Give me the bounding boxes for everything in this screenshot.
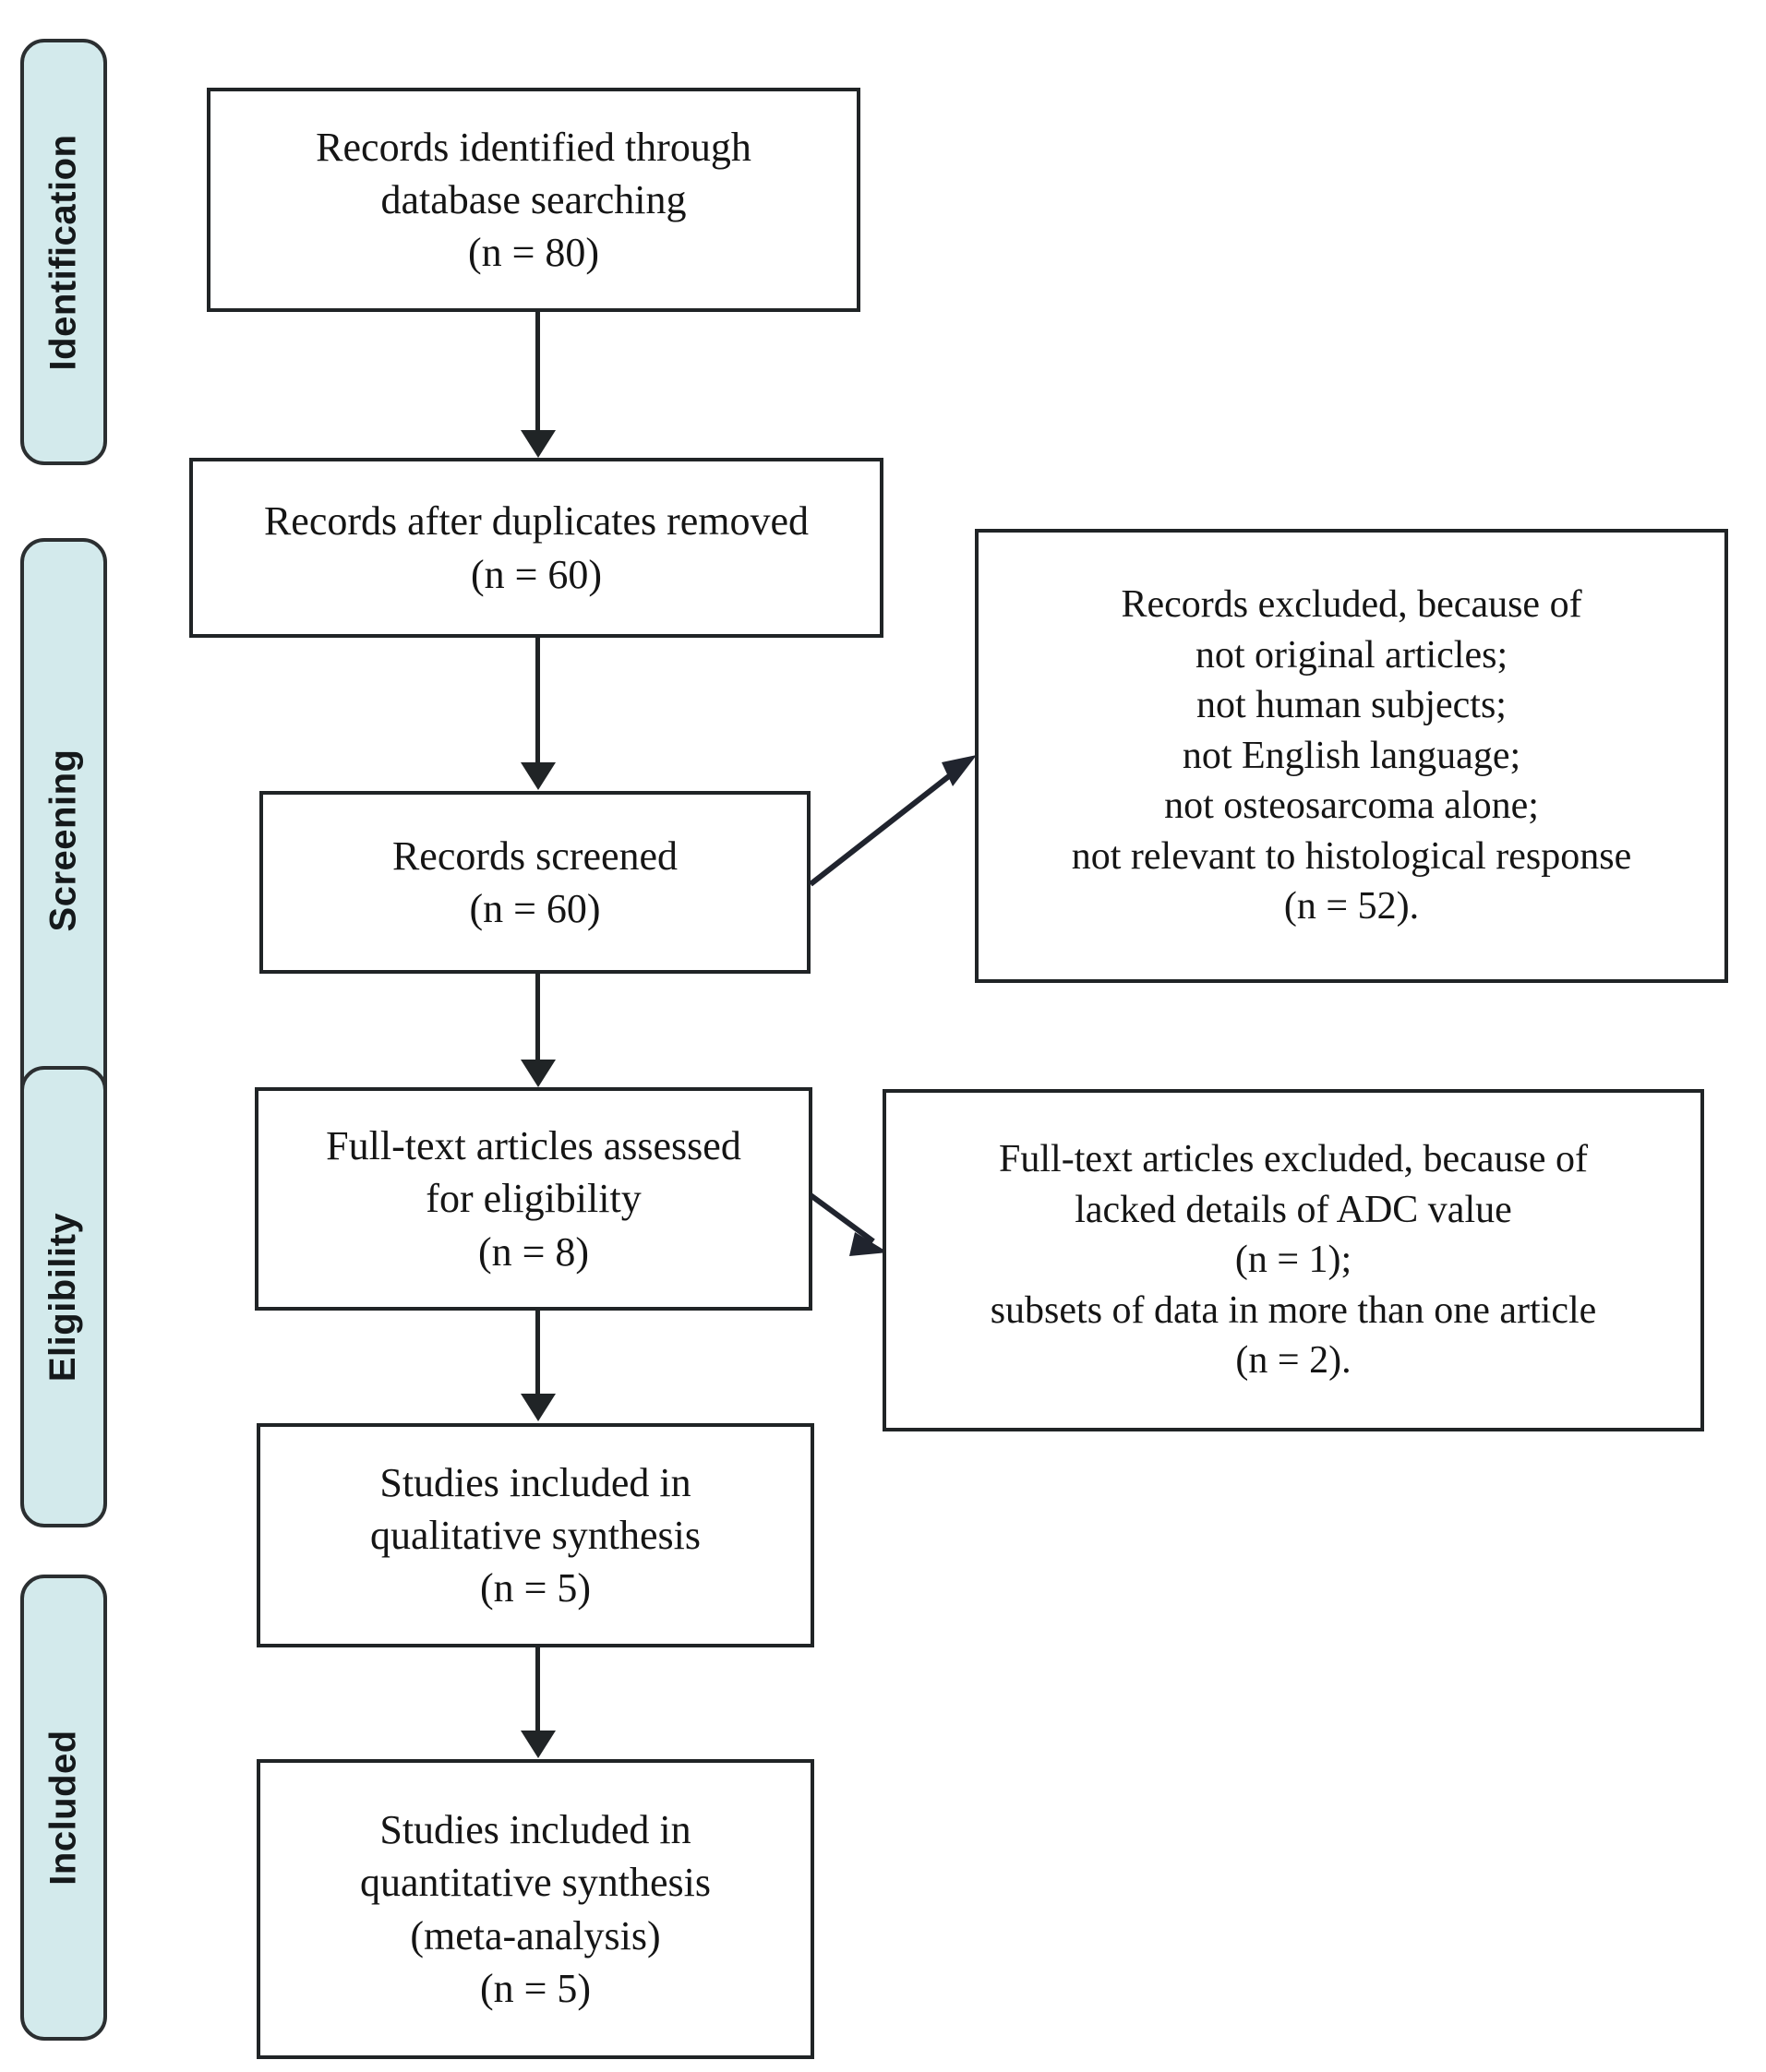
node-quantitative-synthesis: Studies included in quantitative synthes…	[257, 1759, 814, 2059]
node-records-excluded-line-6: not relevant to histological response	[1071, 834, 1632, 878]
node-fulltext-excluded-line-5: (n = 2).	[1235, 1339, 1352, 1383]
stage-label-screening-text: Screening	[42, 749, 84, 932]
node-records-excluded-line-1: Records excluded, because of	[1121, 582, 1582, 626]
node-records-screened-line-1: Records screened	[391, 832, 679, 879]
node-fulltext-assessed-line-1: Full-text articles assessed	[326, 1123, 741, 1169]
stage-label-identification-text: Identification	[42, 134, 84, 370]
node-duplicates-removed: Records after duplicates removed (n = 60…	[189, 458, 883, 638]
node-fulltext-excluded: Full-text articles excluded, because of …	[883, 1089, 1704, 1431]
stage-label-screening: Screening	[20, 538, 107, 1143]
node-duplicates-removed-line-1: Records after duplicates removed	[263, 498, 810, 545]
node-qualitative-synthesis-line-2: qualitative synthesis	[369, 1512, 702, 1558]
connector-duplicates-to-screened	[535, 638, 540, 764]
node-records-excluded-line-2: not original articles;	[1195, 633, 1508, 677]
node-records-screened-line-2: (n = 60)	[469, 886, 601, 931]
node-records-screened: Records screened (n = 60)	[259, 791, 811, 974]
node-qualitative-synthesis-line-1: Studies included in	[379, 1459, 691, 1505]
node-fulltext-excluded-line-2: lacked details of ADC value	[1075, 1188, 1512, 1231]
connector-screened-to-fulltext	[535, 974, 540, 1061]
node-fulltext-assessed: Full-text articles assessed for eligibil…	[255, 1087, 812, 1311]
arrowhead-identified-to-duplicates	[521, 430, 556, 458]
arrowhead-qualitative-to-quantitative	[521, 1731, 556, 1758]
node-quantitative-synthesis-line-2: quantitative synthesis	[359, 1860, 712, 1906]
node-records-excluded-line-5: not osteosarcoma alone;	[1164, 784, 1539, 828]
node-records-identified-line-1: Records identified through	[316, 124, 751, 170]
node-qualitative-synthesis: Studies included in qualitative synthesi…	[257, 1423, 814, 1647]
node-records-excluded: Records excluded, because of not origina…	[975, 529, 1728, 983]
node-fulltext-assessed-line-2: for eligibility	[426, 1176, 642, 1222]
node-fulltext-excluded-line-3: (n = 1);	[1234, 1239, 1352, 1282]
connector-identified-to-duplicates	[535, 312, 540, 432]
node-fulltext-excluded-line-4: subsets of data in more than one article	[990, 1288, 1597, 1332]
stage-label-included-text: Included	[42, 1730, 84, 1886]
connector-assessed-to-qualitative	[535, 1311, 540, 1395]
node-qualitative-synthesis-line-3: (n = 5)	[479, 1565, 592, 1611]
stage-label-eligibility: Eligibility	[20, 1066, 107, 1527]
node-records-excluded-line-7: (n = 52).	[1283, 885, 1420, 928]
node-fulltext-excluded-line-1: Full-text articles excluded, because of	[999, 1138, 1588, 1181]
connector-screened-to-excluded	[803, 738, 988, 904]
node-quantitative-synthesis-line-4: (n = 5)	[479, 1965, 592, 2011]
node-quantitative-synthesis-line-1: Studies included in	[379, 1807, 691, 1853]
connector-qualitative-to-quantitative	[535, 1647, 540, 1732]
node-quantitative-synthesis-line-3: (meta-analysis)	[410, 1912, 661, 1958]
node-records-identified: Records identified through database sear…	[207, 88, 860, 312]
stage-label-included: Included	[20, 1575, 107, 2041]
arrowhead-duplicates-to-screened	[521, 762, 556, 790]
node-records-identified-line-2: database searching	[380, 176, 687, 222]
stage-label-eligibility-text: Eligibility	[42, 1212, 84, 1382]
node-records-identified-line-3: (n = 80)	[467, 230, 600, 276]
arrowhead-screened-to-fulltext	[521, 1060, 556, 1087]
arrowhead-assessed-to-qualitative	[521, 1394, 556, 1421]
node-fulltext-assessed-line-3: (n = 8)	[477, 1228, 590, 1275]
node-records-excluded-line-4: not English language;	[1182, 734, 1521, 777]
node-duplicates-removed-line-2: (n = 60)	[470, 551, 603, 597]
stage-label-identification: Identification	[20, 39, 107, 465]
node-records-excluded-line-3: not human subjects;	[1196, 684, 1507, 727]
